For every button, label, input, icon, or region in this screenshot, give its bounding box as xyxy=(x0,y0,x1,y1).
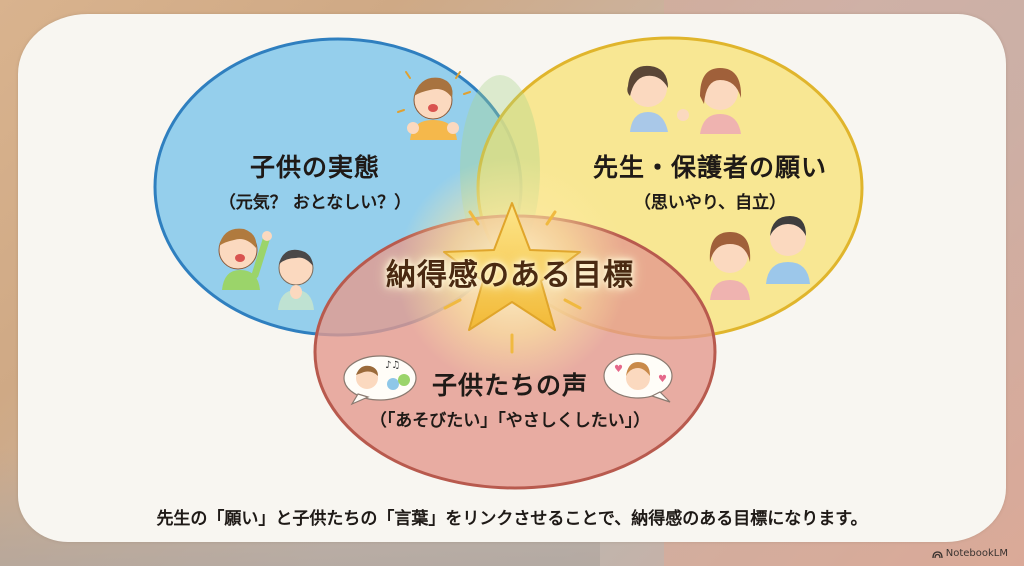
children-voice-subtitle: （「あそびたい」「やさしくしたい」） xyxy=(369,411,651,431)
teacher-parent-wish-subtitle: （思いやり、自立） xyxy=(633,193,787,213)
branding: NotebookLM xyxy=(932,548,1008,559)
parent-mother-illustration xyxy=(709,232,751,300)
parent-father-illustration xyxy=(766,216,810,284)
center-goal-label: 納得感のある目標 xyxy=(386,258,634,293)
teacher-parent-wish-label: 先生・保護者の願い （思いやり、自立） xyxy=(560,148,860,213)
teacher-illustration xyxy=(627,65,689,132)
teacher-parent-wish-title: 先生・保護者の願い xyxy=(592,153,827,182)
child-cheerful-illustration xyxy=(218,228,272,290)
children-state-title: 子供の実態 xyxy=(249,153,380,182)
svg-text:♪♫: ♪♫ xyxy=(385,360,400,371)
children-voice-label: 子供たちの声 （「あそびたい」「やさしくしたい」） xyxy=(330,366,690,431)
svg-text:♥: ♥ xyxy=(658,374,667,385)
caption-text: 先生の「願い」と子供たちの「言葉」をリンクさせることで、納得感のある目標になりま… xyxy=(156,509,868,529)
children-state-subtitle: （元気？ おとなしい？） xyxy=(218,193,412,213)
speech-bubble-left: ♪♫ xyxy=(343,355,417,406)
svg-text:♥: ♥ xyxy=(614,364,623,375)
branding-label: NotebookLM xyxy=(945,548,1008,559)
children-voice-title: 子供たちの声 xyxy=(431,371,588,400)
child-excited-illustration xyxy=(397,71,471,140)
children-state-label: 子供の実態 （元気？ おとなしい？） xyxy=(180,148,450,213)
child-quiet-illustration xyxy=(278,249,314,310)
speech-bubble-right: ♥ ♥ xyxy=(603,353,673,403)
star-icon xyxy=(443,202,581,331)
parent-mother-illustration xyxy=(700,68,742,134)
notebooklm-logo-icon xyxy=(932,550,943,558)
